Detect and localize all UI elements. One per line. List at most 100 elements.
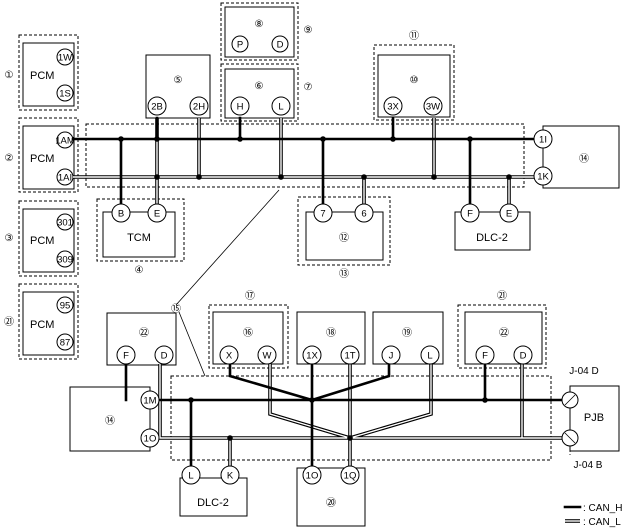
pcm-variant-21: PCM 95 87 ㉑ <box>4 283 79 360</box>
callout-number: ⑰ <box>245 290 255 302</box>
pin-label: 1W <box>58 53 72 64</box>
pin-label: 3X <box>387 102 399 113</box>
callout-number: ⑦ <box>304 82 313 93</box>
pin-label: 1AM <box>55 136 75 147</box>
connector-label: J-04 B <box>574 460 603 471</box>
can-l-line-bottom <box>150 364 563 466</box>
pin-label: X <box>226 351 233 362</box>
callout-number: ⑮ <box>171 303 181 315</box>
top-module-pins: 2B 2H P D H L 3X 3W 1I 1K B E 7 6 F E <box>111 35 553 223</box>
pcm-variant-3: PCM 301 309 ③ <box>5 200 79 277</box>
pin-label: F <box>467 209 473 220</box>
pin-label: 7 <box>320 209 325 220</box>
tcm-module: TCM ④ <box>96 198 185 276</box>
module-22-right: ㉒ ㉑ <box>457 290 547 369</box>
bus-area-top <box>85 123 525 188</box>
callout-number: ⑯ <box>243 327 253 339</box>
junction-dots-bottom <box>188 397 488 441</box>
pin-label: F <box>482 351 488 362</box>
module-label: PJB <box>584 412 604 424</box>
callout-number: ⑫ <box>339 232 349 244</box>
callout-number: ⑧ <box>255 19 264 30</box>
module-label: PCM <box>30 70 54 82</box>
pin-label: 87 <box>60 338 71 349</box>
callout-number: ⑪ <box>409 30 419 42</box>
callout-number: ⑬ <box>339 268 349 280</box>
callout-number: ⑭ <box>105 415 115 427</box>
pin-label: J <box>389 351 394 362</box>
pin-label: 1M <box>143 396 156 407</box>
pin-label: 301 <box>57 218 73 229</box>
pin-label: 1T <box>344 351 355 362</box>
module-14-bottom: ⑭ <box>69 386 151 452</box>
callout-15-leader: ⑮ <box>171 189 280 377</box>
module-label: PCM <box>30 319 54 331</box>
pin-label: 1K <box>537 172 549 183</box>
callout-number: ⑳ <box>326 497 336 509</box>
can-h-line-top <box>71 116 535 207</box>
legend: : CAN_H : CAN_L <box>563 503 622 528</box>
callout-number: ㉒ <box>139 327 149 339</box>
module-14-top: ⑭ <box>542 125 620 189</box>
module-label: PCM <box>30 235 54 247</box>
pin-label: L <box>188 471 193 482</box>
pcm-variant-2: PCM 1AM 1AI ② <box>5 117 79 193</box>
pin-label: W <box>263 351 272 362</box>
pjb-connectors: J-04 D J-04 B <box>561 366 603 471</box>
callout-number: ④ <box>135 265 144 276</box>
module-12: ⑫ ⑬ <box>297 196 391 280</box>
module-label: DLC-2 <box>476 232 508 244</box>
legend-can-h-label: : CAN_H <box>583 503 622 514</box>
pin-label: 3W <box>426 102 440 113</box>
pin-label: 1O <box>306 471 319 482</box>
callout-number: ③ <box>5 233 14 244</box>
callout-number: ① <box>5 70 14 81</box>
callout-number: ⑭ <box>579 153 589 165</box>
bottom-module-pins: F D X W 1X 1T J L F D 1M 1O L K 1O 1Q <box>116 345 533 485</box>
pin-label: B <box>118 209 124 220</box>
pin-label: P <box>237 40 243 51</box>
pin-label: 1Q <box>344 471 357 482</box>
pin-label: 1X <box>306 351 318 362</box>
pin-label: 6 <box>361 209 366 220</box>
can-h-line-bottom <box>124 362 565 468</box>
pin-label: E <box>506 209 512 220</box>
pin-label: 1O <box>144 434 157 445</box>
connector-label: J-04 D <box>569 366 598 377</box>
pin-label: H <box>237 102 244 113</box>
callout-number: ② <box>5 153 14 164</box>
bus-area-bottom <box>170 375 552 461</box>
pcm-variant-1: PCM 1W 1S ① <box>5 34 79 111</box>
pin-label: 1AI <box>58 173 72 184</box>
callout-number: ㉑ <box>4 316 14 328</box>
module-8: ⑧ ⑨ <box>220 2 313 61</box>
pin-label: L <box>278 102 283 113</box>
legend-can-l-label: : CAN_L <box>583 517 621 528</box>
callout-number: ⑲ <box>402 327 412 339</box>
callout-number: ⑤ <box>174 75 183 86</box>
pin-label: 95 <box>60 301 71 312</box>
pin-label: 1I <box>539 135 547 146</box>
callout-number: ⑨ <box>304 25 313 36</box>
pin-label: 309 <box>57 255 73 266</box>
pin-label: 1S <box>59 89 71 100</box>
module-label: DLC-2 <box>197 497 229 509</box>
callout-number: ⑱ <box>326 327 336 339</box>
module-label: TCM <box>127 232 151 244</box>
pin-label: E <box>154 209 160 220</box>
callout-number: ⑥ <box>255 81 264 92</box>
module-label: PCM <box>30 153 54 165</box>
pin-label: 2H <box>193 102 205 113</box>
pin-label: L <box>427 351 432 362</box>
callout-number: ㉑ <box>497 290 507 302</box>
callout-number: ㉒ <box>499 327 509 339</box>
pin-label: F <box>123 351 129 362</box>
pin-label: K <box>227 471 234 482</box>
pin-label: D <box>520 351 527 362</box>
pin-label: D <box>277 40 284 51</box>
callout-number: ⑩ <box>410 75 419 86</box>
pin-label: D <box>161 351 168 362</box>
can-l-line-top <box>73 118 535 204</box>
pin-label: 2B <box>151 102 163 113</box>
